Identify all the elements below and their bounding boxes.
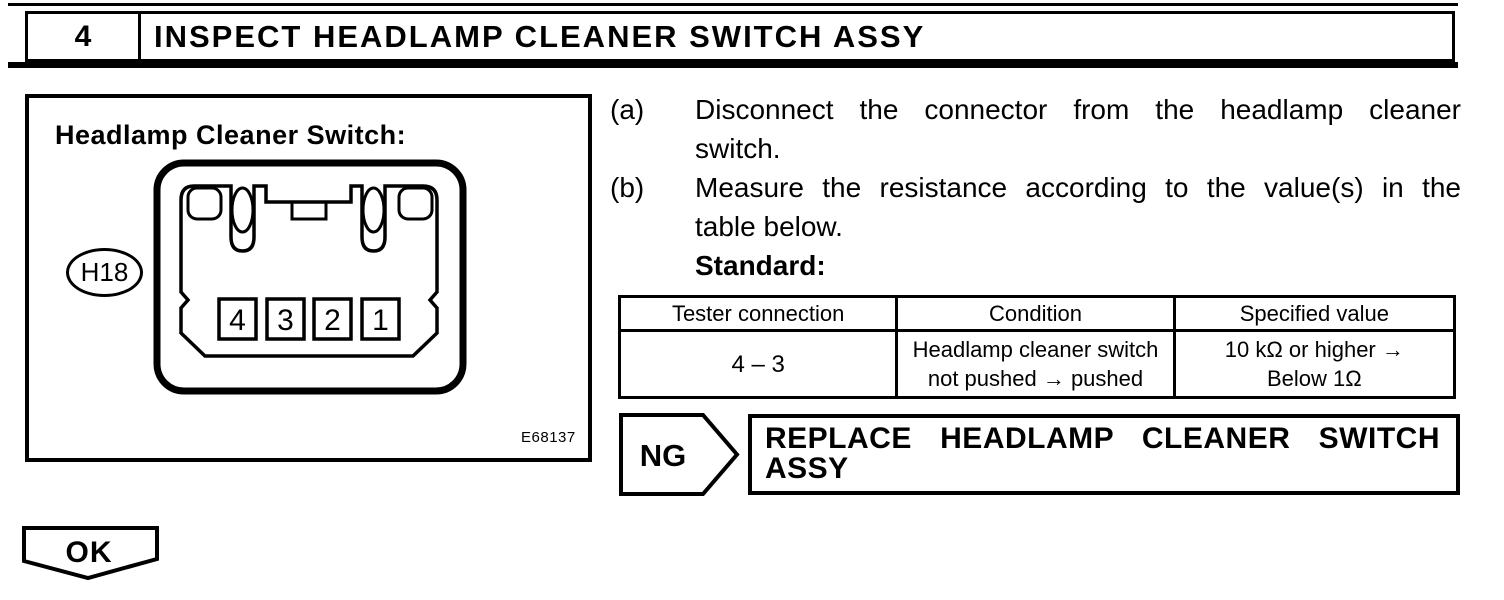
ng-action-line1: REPLACE HEADLAMP CLEANER SWITCH — [765, 422, 1440, 455]
cell-condition: Headlamp cleaner switch not pushed → pus… — [898, 332, 1176, 396]
ng-result-arrow: NG — [619, 413, 740, 496]
step-number: 4 — [28, 14, 141, 59]
ok-result-banner: OK — [22, 526, 159, 581]
pin-4-box — [217, 297, 258, 341]
step-b-line2: table below. — [695, 211, 843, 242]
cell-tester-connection: 4 – 3 — [621, 332, 899, 396]
step-b-line1: Measure the resistance according to the … — [695, 172, 1461, 203]
pin-3-number: 3 — [277, 304, 294, 337]
step-b-text: Measure the resistance according to the … — [695, 168, 1461, 246]
ok-banner-shape — [22, 526, 159, 581]
connector-diagram: 4 3 2 1 — [153, 159, 467, 395]
ng-label: NG — [640, 438, 687, 473]
cell-specified-value: 10 kΩ or higher → Below 1Ω — [1224, 337, 1404, 391]
guide-slot-left — [230, 186, 255, 234]
col-header-specified-value: Specified value — [1175, 298, 1453, 332]
ok-label: OK — [66, 536, 113, 569]
figure-box: Headlamp Cleaner Switch: H18 4 3 2 1 — [25, 94, 592, 462]
header-bottom-rule — [8, 62, 1458, 68]
ng-action-line2: ASSY — [765, 452, 849, 485]
figure-code: E68137 — [521, 429, 576, 446]
top-rule — [8, 3, 1458, 6]
connector-id-badge: H18 — [66, 248, 143, 297]
connector-inner-outline — [179, 184, 439, 358]
guide-slot-right — [361, 186, 386, 234]
standard-label: Standard: — [695, 250, 826, 281]
step-b-label: (b) — [610, 172, 645, 203]
pin-1-box — [360, 297, 401, 341]
col-header-condition: Condition — [898, 298, 1176, 332]
pin-2-number: 2 — [324, 304, 341, 337]
col-header-tester-connection: Tester connection — [621, 298, 899, 332]
step-a-line1: Disconnect the connector from the headla… — [695, 94, 1461, 125]
pin-3-box — [265, 297, 306, 341]
pin-4-number: 4 — [229, 304, 246, 337]
figure-title: Headlamp Cleaner Switch: — [55, 120, 407, 150]
step-a-text: Disconnect the connector from the headla… — [695, 90, 1461, 168]
step-a-line2: switch. — [695, 133, 781, 164]
pin-2-box — [312, 297, 353, 341]
step-a-label: (a) — [610, 94, 645, 125]
latch-opening-left — [186, 186, 223, 221]
ng-arrow-shape — [619, 413, 740, 496]
ng-action-box: REPLACE HEADLAMP CLEANER SWITCH ASSY — [748, 414, 1460, 495]
spec-table: Tester connection Condition Specified va… — [618, 295, 1456, 399]
latch-opening-right — [397, 186, 434, 221]
step-header-bar: 4 INSPECT HEADLAMP CLEANER SWITCH ASSY — [25, 11, 1455, 62]
connector-outer-housing — [153, 159, 467, 395]
step-title: INSPECT HEADLAMP CLEANER SWITCH ASSY — [154, 18, 926, 54]
center-key-tab — [290, 200, 328, 221]
pin-1-number: 1 — [372, 304, 389, 337]
